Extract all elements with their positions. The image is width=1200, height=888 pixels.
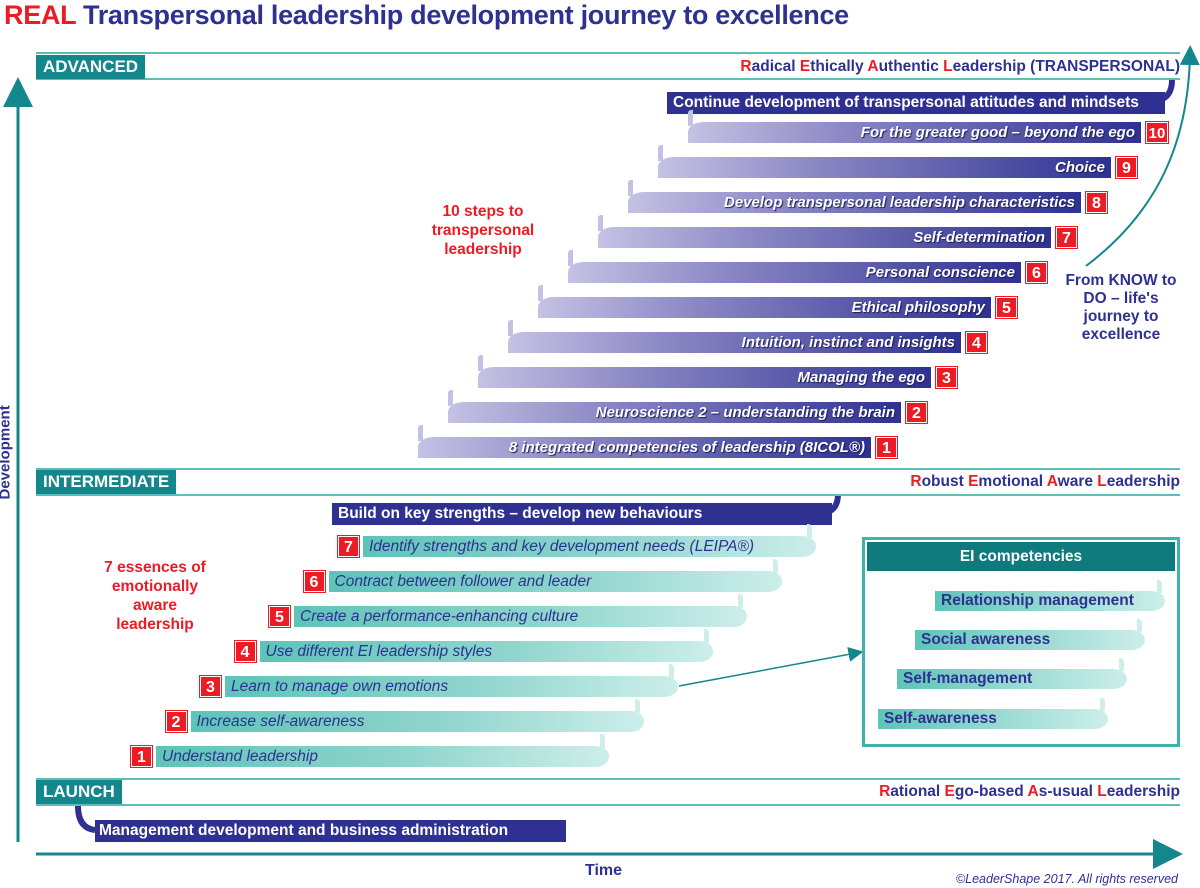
ei-item: Self-management — [897, 658, 1127, 689]
intermediate-step-bar: Understand leadership — [156, 734, 609, 767]
step-number-badge: 3 — [199, 675, 222, 698]
intermediate-top-bar: Build on key strengths – develop new beh… — [332, 503, 832, 525]
step-number-badge: 6 — [302, 570, 326, 593]
step-number-badge: 5 — [995, 296, 1018, 319]
step-number-badge: 8 — [1085, 191, 1108, 214]
title-rest: Transpersonal leadership development jou… — [75, 0, 849, 30]
initial-letter: L — [1097, 783, 1107, 800]
step-number-badge: 9 — [1115, 156, 1138, 179]
advanced-step-bar: Ethical philosophy — [538, 285, 991, 318]
ei-item: Relationship management — [935, 580, 1165, 611]
advanced-step-bar: Neuroscience 2 – understanding the brain — [448, 390, 901, 423]
initial-letter: A — [1027, 783, 1039, 800]
launch-bar: Management development and business admi… — [95, 820, 566, 842]
section-launch: LAUNCH — [36, 780, 122, 804]
page-title: REAL Transpersonal leadership developmen… — [4, 0, 849, 31]
step-number-badge: 1 — [130, 745, 153, 768]
step-number-badge: 10 — [1145, 121, 1169, 144]
ei-item: Social awareness — [915, 619, 1145, 650]
intermediate-step-bar: Learn to manage own emotions — [225, 664, 678, 697]
advanced-step-bar: Personal conscience — [568, 250, 1021, 283]
know-to-do-label: From KNOW to DO – life's journey to exce… — [1065, 272, 1177, 343]
advanced-caption: 10 steps to transpersonal leadership — [431, 203, 535, 258]
subtitle-word: s-usual — [1038, 783, 1098, 800]
intermediate-step-bar: Use different EI leadership styles — [259, 629, 713, 662]
initial-letter: L — [1097, 473, 1107, 490]
subtitle-word: go-based — [954, 783, 1028, 800]
advanced-step-bar: 8 integrated competencies of leadership … — [418, 425, 871, 458]
initial-letter: L — [943, 58, 953, 75]
subtitle-word: thically — [810, 58, 868, 75]
step-number-badge: 2 — [164, 710, 188, 733]
know-to-do-arrow — [1085, 45, 1200, 267]
x-axis-label: Time — [585, 862, 623, 879]
intermediate-step-bar: Contract between follower and leader — [328, 559, 782, 592]
subtitle-word: eadership (TRANSPERSONAL) — [952, 58, 1180, 75]
advanced-step-bar: Self-determination — [598, 215, 1051, 248]
divider — [36, 52, 1180, 54]
section-intermediate: INTERMEDIATE — [36, 470, 177, 494]
copyright: ©LeaderShape 2017. All rights reserved — [955, 872, 1178, 886]
title-prefix: REAL — [4, 0, 76, 30]
launch-bar-hook — [75, 805, 96, 833]
step-number-badge: 5 — [268, 605, 291, 628]
advanced-step-bar: Managing the ego — [478, 355, 931, 388]
subtitle-word: eadership — [1106, 473, 1180, 490]
subtitle-word: ware — [1057, 473, 1098, 490]
subtitle-word: adical — [751, 58, 800, 75]
step-number-badge: 2 — [905, 401, 928, 424]
initial-letter: A — [1046, 473, 1058, 490]
initial-letter: R — [740, 58, 752, 75]
intermediate-step-bar: Create a performance-enhancing culture — [294, 594, 747, 627]
initial-letter: R — [910, 473, 922, 490]
step-number-badge: 4 — [965, 331, 988, 354]
subtitle-word: motional — [978, 473, 1047, 490]
advanced-top-bar: Continue development of transpersonal at… — [667, 92, 1165, 114]
intermediate-step-bar: Increase self-awareness — [190, 699, 644, 732]
advanced-step-bar: Develop transpersonal leadership charact… — [628, 180, 1081, 213]
subtitle-word: eadership — [1106, 783, 1180, 800]
subtitle-word: ational — [890, 783, 945, 800]
initial-letter: R — [879, 783, 891, 800]
subtitle-word: obust — [921, 473, 969, 490]
y-axis-label: Development — [0, 405, 14, 500]
divider — [36, 778, 1180, 780]
initial-letter: E — [968, 473, 979, 490]
divider — [36, 494, 1180, 496]
initial-letter: E — [944, 783, 955, 800]
ei-item: Self-awareness — [878, 698, 1108, 729]
advanced-step-bar: Intuition, instinct and insights — [508, 320, 961, 353]
ei-title: EI competencies — [867, 542, 1175, 571]
subtitle-word: uthentic — [878, 58, 944, 75]
initial-letter: A — [867, 58, 879, 75]
divider — [36, 78, 1180, 80]
advanced-subtitle: Radical Ethically Authentic Leadership (… — [740, 58, 1180, 76]
intermediate-caption: 7 essences of emotionally aware leadersh… — [104, 559, 206, 633]
ei-competencies-box: EI competencies Relationship management … — [862, 537, 1180, 747]
intermediate-step-bar: Identify strengths and key development n… — [363, 524, 816, 557]
launch-subtitle: Rational Ego-based As-usual Leadership — [879, 783, 1180, 801]
advanced-step-bar: Choice — [658, 145, 1111, 178]
step-number-badge: 3 — [935, 366, 958, 389]
initial-letter: E — [799, 58, 811, 75]
intermediate-subtitle: Robust Emotional Aware Leadership — [910, 473, 1180, 491]
divider — [36, 804, 1180, 806]
step-number-badge: 4 — [233, 640, 257, 663]
advanced-step-bar: For the greater good – beyond the ego — [688, 110, 1141, 143]
step-number-badge: 7 — [337, 535, 360, 558]
step-number-badge: 6 — [1025, 261, 1048, 284]
divider — [36, 468, 1180, 470]
section-advanced: ADVANCED — [36, 55, 146, 79]
step-number-badge: 7 — [1055, 226, 1078, 249]
step-number-badge: 1 — [875, 436, 898, 459]
ei-link-arrow — [678, 647, 864, 687]
